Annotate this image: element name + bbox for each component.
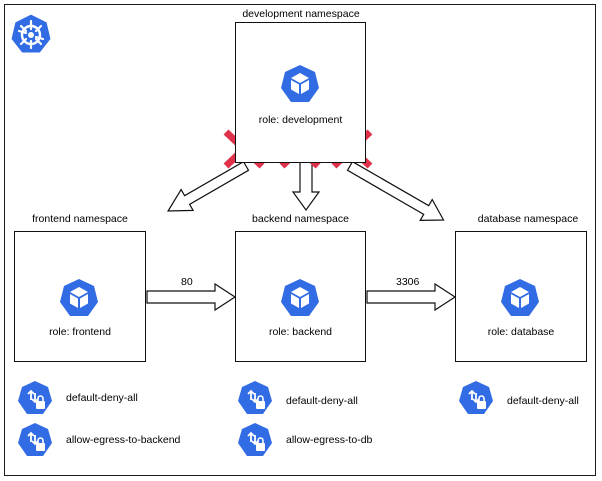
diagram-frame — [4, 4, 596, 476]
role-label-frontend: role: frontend — [49, 326, 111, 338]
role-label-development: role: development — [258, 114, 343, 126]
arrow-dev-to-database — [346, 160, 445, 222]
network-policy-lock-icon — [17, 380, 53, 416]
pod-cube-icon — [280, 278, 320, 318]
network-policy-lock-icon — [237, 380, 273, 416]
pod-cube-icon — [500, 278, 540, 318]
role-label-backend: role: backend — [268, 326, 333, 338]
namespace-title-frontend: frontend namespace — [32, 213, 128, 225]
network-policy-lock-icon — [237, 422, 273, 458]
pod-cube-icon — [280, 64, 320, 104]
namespace-title-development: development namespace — [242, 8, 360, 20]
policy-label: default-deny-all — [66, 392, 138, 404]
namespace-title-database: database namespace — [477, 213, 579, 225]
namespace-title-backend: backend namespace — [252, 213, 349, 225]
policy-label: allow-egress-to-db — [286, 434, 373, 446]
policy-label: default-deny-all — [286, 395, 358, 407]
port-label-frontend-to-backend: 80 — [181, 276, 193, 288]
network-policy-lock-icon — [17, 422, 53, 458]
port-label-backend-to-database: 3306 — [396, 276, 420, 288]
arrow-frontend-to-backend — [146, 282, 237, 312]
pod-cube-icon — [59, 278, 99, 318]
policy-label: default-deny-all — [507, 395, 579, 407]
arrow-backend-to-database — [366, 282, 457, 312]
arrow-dev-to-backend — [291, 161, 321, 212]
kubernetes-logo-icon — [9, 12, 53, 56]
policy-label: allow-egress-to-backend — [66, 434, 181, 446]
role-label-database: role: database — [487, 326, 555, 338]
arrow-dev-to-frontend — [166, 160, 250, 212]
network-policy-lock-icon — [458, 380, 494, 416]
